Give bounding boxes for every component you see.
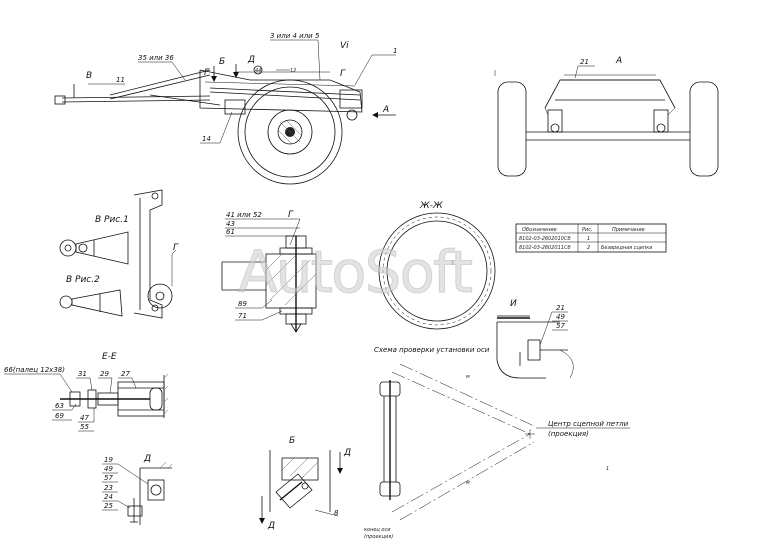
- detail-d-label-49: 49: [104, 465, 113, 473]
- autosoft-watermark: AutoSoft: [238, 238, 472, 306]
- detail-g-label-43: 43: [226, 220, 235, 228]
- table-cell: 1: [587, 236, 590, 242]
- table-header-note: Примечание: [612, 227, 645, 233]
- detail-g-label-89: 89: [238, 300, 247, 308]
- table-cell: 8102-03-2602011Сб: [519, 245, 571, 251]
- detail-d-title: Д: [143, 454, 151, 464]
- scheme-m-upper: м: [466, 374, 470, 380]
- axle-check-scheme: Схема проверки установки оси Центр сцепн…: [364, 346, 630, 540]
- section-ee-title: Е-Е: [102, 352, 117, 362]
- scheme-m-lower: м: [466, 480, 470, 486]
- table-cell: 2: [587, 245, 590, 251]
- section-ee-label-69: 69: [55, 412, 64, 420]
- scheme-axis-label-2: (проекция): [364, 534, 393, 540]
- view-a-title: А: [615, 56, 622, 66]
- detail-b-label-d-upper: Д: [343, 448, 351, 458]
- label-d: Д: [247, 55, 255, 65]
- label-44: 44: [255, 68, 261, 74]
- label-35-36: 35 или 36: [138, 54, 174, 62]
- variant-table: Обозначение Рис. Примечание 8102-03-2602…: [515, 223, 667, 253]
- detail-g: Г 41 или 52 43 61 89 71: [221, 210, 317, 333]
- section-ee-label-27: 27: [121, 370, 130, 378]
- label-v: В: [86, 71, 92, 81]
- detail-v-label-g: Г: [173, 243, 179, 253]
- table-header-fig: Рис.: [582, 227, 593, 233]
- label-1: 1: [393, 47, 397, 55]
- section-ee-label-31: 31: [78, 370, 87, 378]
- detail-d-label-23: 23: [104, 484, 113, 492]
- detail-v-title-2: В Рис.2: [66, 275, 100, 285]
- detail-g-title: Г: [288, 210, 294, 220]
- section-ee-label-55: 55: [80, 423, 89, 431]
- scheme-center-label-2: (проекция): [548, 430, 589, 438]
- detail-b: Б Д Д 8: [259, 436, 351, 531]
- detail-i-label-49: 49: [556, 313, 565, 321]
- detail-v: В Рис.1 В Рис.2 Г: [59, 189, 179, 319]
- label-b: Б: [219, 57, 225, 67]
- label-12: 12: [290, 68, 296, 74]
- detail-d-label-25: 25: [104, 502, 113, 510]
- view-a-label-21: 21: [580, 58, 589, 66]
- section-ee-label-29: 29: [100, 370, 109, 378]
- table-cell: Безвредная сцепка: [601, 245, 652, 251]
- label-11: 11: [116, 76, 125, 84]
- scheme-note: 1: [606, 466, 609, 472]
- label-g: Г: [204, 68, 210, 78]
- section-zh: Ж-Ж: [378, 201, 496, 330]
- detail-d: Д 19 49 57 23 24 25: [102, 454, 173, 525]
- table-header-designation: Обозначение: [522, 227, 557, 233]
- section-e-e: Е-Е 66(палец 12х38) 31 29 27 63 69: [4, 352, 169, 432]
- scheme-center-label: Центр сцепной петли: [548, 420, 629, 428]
- detail-b-title: Б: [289, 436, 295, 446]
- detail-d-label-24: 24: [104, 493, 113, 501]
- view-a-front: А 21: [497, 56, 719, 177]
- main-side-view: 3 или 4 или 5 1 35 или 36 В 11 Б Д Г Vi …: [54, 32, 397, 185]
- detail-v-title-1: В Рис.1: [95, 215, 129, 225]
- detail-b-label-d-lower: Д: [267, 521, 275, 531]
- label-g-2: Г: [340, 69, 346, 79]
- detail-i-label-57: 57: [556, 322, 565, 330]
- label-vi: Vi: [340, 41, 349, 51]
- label-14: 14: [202, 135, 211, 143]
- section-ee-label-47: 47: [80, 414, 89, 422]
- detail-i: И 21 49 57: [496, 299, 574, 379]
- scheme-axis-label: конец оси: [364, 527, 391, 533]
- section-ee-label-66: 66(палец 12х38): [4, 366, 65, 374]
- detail-g-label-41-52: 41 или 52: [226, 211, 262, 219]
- section-zh-title: Ж-Ж: [419, 201, 443, 211]
- detail-i-label-21: 21: [556, 304, 565, 312]
- detail-g-label-71: 71: [238, 312, 247, 320]
- detail-b-label-8: 8: [334, 509, 339, 517]
- label-3-4-5: 3 или 4 или 5: [270, 32, 320, 40]
- detail-d-label-57: 57: [104, 474, 113, 482]
- label-a-arrow: А: [382, 105, 389, 115]
- table-cell: 8102-03-2602010Сб: [519, 236, 571, 242]
- detail-i-title: И: [510, 299, 517, 309]
- detail-d-label-19: 19: [104, 456, 113, 464]
- detail-g-label-61: 61: [226, 228, 235, 236]
- scheme-title: Схема проверки установки оси: [374, 346, 490, 354]
- section-ee-label-63: 63: [55, 402, 64, 410]
